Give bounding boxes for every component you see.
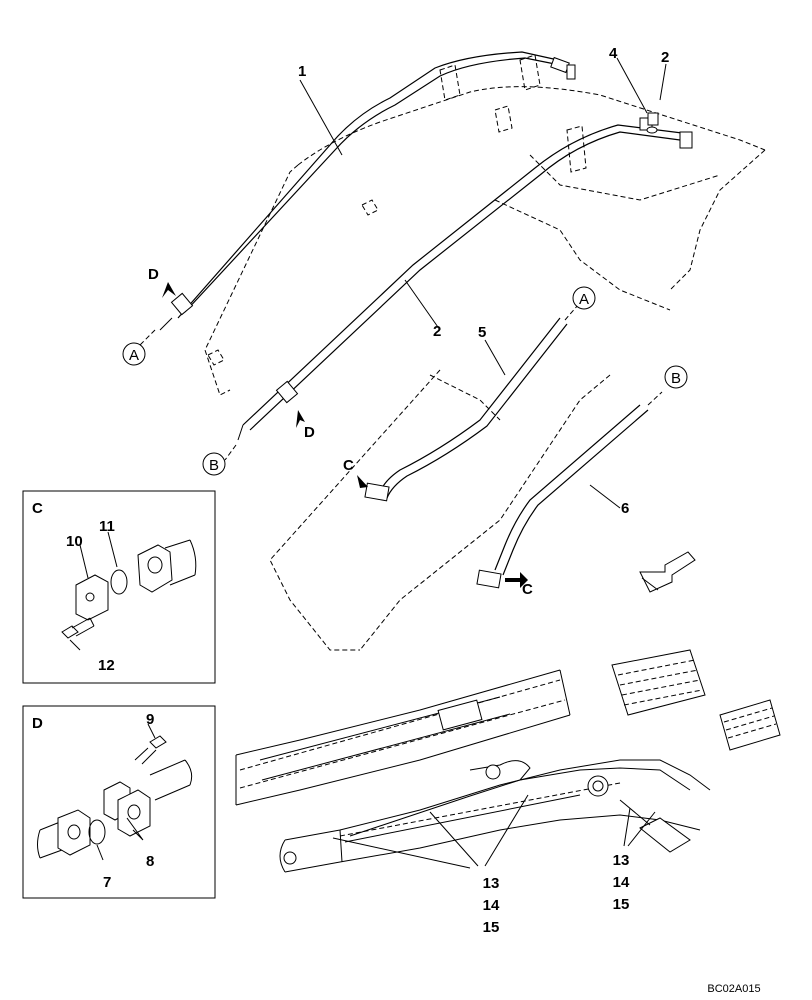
connector-b-label: B: [671, 370, 681, 387]
callout-5: 5: [478, 324, 486, 341]
view-label-d: D: [148, 266, 159, 283]
hose-2: [224, 117, 693, 461]
callout-11: 11: [99, 518, 115, 535]
connector-a-upper: A: [572, 286, 596, 310]
clamp-marks: [207, 54, 587, 366]
callout-2: 2: [661, 49, 669, 66]
callout-8: 8: [146, 853, 154, 870]
detail-box-d: D 9 7 8: [22, 705, 216, 899]
connector-a-label: A: [129, 347, 139, 364]
view-label-d: D: [304, 424, 315, 441]
hose-6: [476, 391, 663, 589]
leader-lines: [299, 57, 667, 509]
connector-a-lower: A: [122, 342, 146, 366]
callout-2: 2: [433, 323, 441, 340]
callout-14-right: 14: [613, 874, 630, 891]
callout-9: 9: [146, 711, 154, 728]
view-label-c: C: [343, 457, 354, 474]
callout-13-left: 13: [483, 875, 500, 892]
connector-b-lower: B: [202, 452, 226, 476]
direction-arrow-icon: [639, 551, 696, 593]
fitting-cluster: [566, 64, 659, 134]
callout-10: 10: [66, 533, 83, 550]
view-label-c: C: [522, 581, 533, 598]
hose-5: [364, 304, 579, 502]
detail-c-title: C: [32, 500, 43, 517]
callout-14-left: 14: [483, 897, 500, 914]
hose-1: [139, 51, 570, 346]
callout-1: 1: [298, 63, 306, 80]
connector-b-upper: B: [664, 365, 688, 389]
callout-15-left: 15: [483, 919, 500, 936]
callout-15-right: 15: [613, 896, 630, 913]
connector-a-label: A: [579, 291, 589, 308]
boom-detail-insets: [611, 649, 781, 751]
drawing-reference-code: BC02A015: [707, 983, 760, 995]
detail-box-c: C 10 11 12: [22, 490, 216, 684]
view-arrows: [162, 282, 528, 588]
boom-outline-upper: [204, 86, 766, 651]
callout-13-right: 13: [613, 852, 630, 869]
connector-b-label: B: [209, 457, 219, 474]
callout-6: 6: [621, 500, 629, 517]
callout-4: 4: [609, 45, 618, 62]
detail-d-title: D: [32, 715, 43, 732]
callout-7: 7: [103, 874, 111, 891]
callout-12: 12: [98, 657, 115, 674]
boom-lower-assembly: [235, 669, 711, 873]
